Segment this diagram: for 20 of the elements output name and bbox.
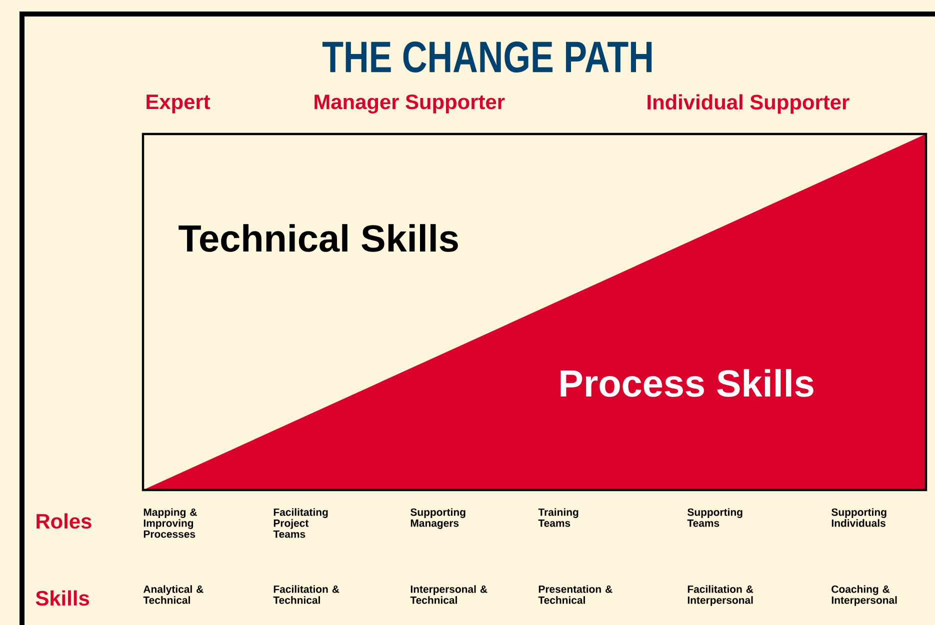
table-cell: Supporting Managers bbox=[410, 508, 466, 529]
role-heading: Individual Supporter bbox=[648, 94, 850, 114]
region-label: Process Skills bbox=[560, 369, 814, 397]
region-label: Technical Skills bbox=[178, 224, 458, 252]
role-heading: Expert bbox=[146, 94, 210, 114]
table-cell: Training Teams bbox=[538, 508, 578, 527]
table-cell: Facilitating Project Teams bbox=[273, 508, 328, 538]
table-cell: Analytical & Technical bbox=[143, 585, 204, 604]
table-cell: Facilitation & Technical bbox=[273, 585, 340, 604]
table-cell: Presentation & Technical bbox=[538, 585, 612, 604]
row-heading: Roles bbox=[36, 513, 92, 529]
title: THE CHANGE PATH bbox=[322, 41, 652, 72]
role-heading: Manager Supporter bbox=[314, 94, 505, 114]
table-cell: Facilitation & Interpersonal bbox=[688, 585, 754, 606]
table-cell: Supporting Teams bbox=[687, 508, 742, 527]
table-cell: Coaching & Interpersonal bbox=[832, 585, 897, 606]
row-heading: Skills bbox=[36, 590, 90, 606]
table-cell: Mapping & Improving Processes bbox=[144, 508, 197, 538]
table-cell: Supporting Individuals bbox=[832, 508, 886, 527]
table-cell: Interpersonal & Technical bbox=[410, 585, 488, 604]
